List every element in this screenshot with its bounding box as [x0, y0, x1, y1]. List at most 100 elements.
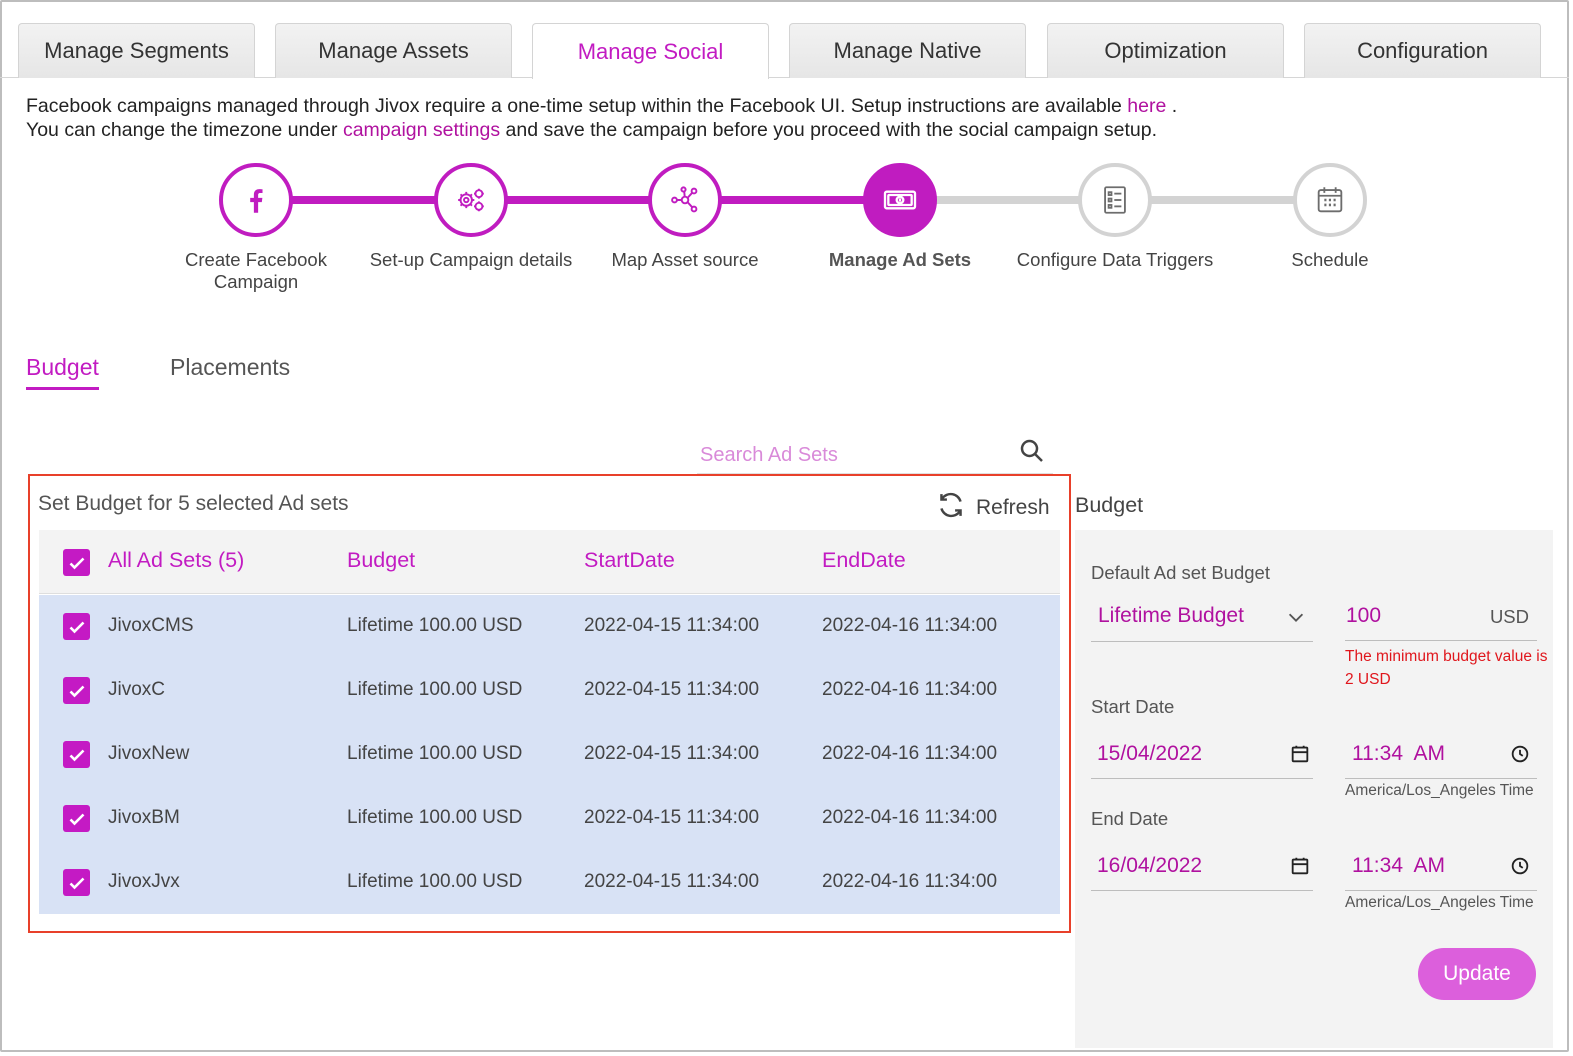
setup-info: Facebook campaigns managed through Jivox… — [26, 94, 1177, 142]
gears-icon — [434, 163, 508, 237]
adset-budget: Lifetime 100.00 USD — [347, 807, 523, 828]
checklist-icon — [1078, 163, 1152, 237]
adsets-table-header: All Ad Sets (5) Budget StartDate EndDate — [39, 530, 1060, 594]
adset-start-date: 2022-04-15 11:34:00 — [584, 807, 760, 828]
header-budget: Budget — [347, 548, 416, 572]
adset-name: JivoxCMS — [108, 615, 194, 636]
step-label: Schedule — [1291, 249, 1369, 270]
adset-name: JivoxC — [108, 679, 166, 700]
step-configure-data-triggers[interactable]: Configure Data Triggers — [1005, 160, 1225, 271]
adset-name: JivoxNew — [108, 743, 190, 764]
calendar-icon[interactable] — [1289, 742, 1311, 771]
step-label: Set-up Campaign details — [369, 249, 573, 270]
header-end-date: EndDate — [822, 548, 906, 572]
step-label: Configure Data Triggers — [1016, 249, 1214, 270]
budget-amount-field[interactable]: 100 USD — [1345, 596, 1537, 641]
clock-icon[interactable] — [1509, 743, 1531, 770]
main-tabbar: Manage Segments Manage Assets Manage Soc… — [0, 0, 1569, 79]
row-checkbox[interactable] — [63, 805, 90, 832]
adset-start-date: 2022-04-15 11:34:00 — [584, 679, 760, 700]
calendar-icon — [1293, 163, 1367, 237]
budget-type-select[interactable]: Lifetime Budget — [1091, 596, 1313, 642]
step-schedule[interactable]: Schedule — [1220, 160, 1440, 271]
start-time-value: 11:34 AM — [1352, 742, 1446, 765]
chevron-down-icon — [1285, 606, 1307, 633]
update-button[interactable]: Update — [1418, 948, 1536, 1000]
subtab-placements[interactable]: Placements — [170, 354, 291, 380]
budget-amount-value: 100 — [1346, 604, 1382, 627]
step-create-facebook-campaign[interactable]: Create Facebook Campaign — [146, 160, 366, 293]
adset-end-date: 2022-04-16 11:34:00 — [822, 807, 998, 828]
header-start-date: StartDate — [584, 548, 675, 572]
start-date-input[interactable]: 15/04/2022 — [1091, 732, 1313, 779]
adset-budget: Lifetime 100.00 USD — [347, 743, 523, 764]
table-row[interactable]: JivoxJvx Lifetime 100.00 USD 2022-04-15 … — [39, 851, 1060, 915]
selection-highlight-box — [28, 474, 1071, 933]
adset-name: JivoxBM — [108, 807, 180, 828]
row-checkbox[interactable] — [63, 741, 90, 768]
end-time-input[interactable]: 11:34 AM — [1345, 844, 1537, 891]
adset-start-date: 2022-04-15 11:34:00 — [584, 615, 760, 636]
tab-manage-native[interactable]: Manage Native — [789, 23, 1026, 78]
budget-panel-title: Budget — [1075, 493, 1144, 517]
tab-manage-assets[interactable]: Manage Assets — [275, 23, 512, 78]
table-row[interactable]: JivoxBM Lifetime 100.00 USD 2022-04-15 1… — [39, 787, 1060, 851]
end-date-label: End Date — [1091, 808, 1169, 829]
currency-label: USD — [1489, 606, 1529, 627]
end-time-value: 11:34 AM — [1352, 854, 1446, 877]
stepper-track-complete — [256, 196, 900, 204]
subtab-budget[interactable]: Budget — [26, 354, 99, 390]
step-map-asset-source[interactable]: Map Asset source — [575, 160, 795, 271]
workflow-stepper: Create Facebook Campaign Set-up Campaign… — [0, 160, 1569, 310]
tab-manage-segments[interactable]: Manage Segments — [18, 23, 255, 78]
setup-instructions-link[interactable]: here — [1127, 95, 1167, 117]
adset-end-date: 2022-04-16 11:34:00 — [822, 615, 998, 636]
step-setup-campaign-details[interactable]: Set-up Campaign details — [361, 160, 581, 271]
select-all-checkbox[interactable] — [63, 549, 90, 576]
refresh-button[interactable]: Refresh — [934, 490, 1050, 526]
start-date-value: 15/04/2022 — [1097, 742, 1203, 765]
step-label: Create Facebook Campaign — [185, 249, 327, 292]
table-row[interactable]: JivoxNew Lifetime 100.00 USD 2022-04-15 … — [39, 723, 1060, 787]
end-date-input[interactable]: 16/04/2022 — [1091, 844, 1313, 891]
default-budget-label: Default Ad set Budget — [1091, 562, 1270, 583]
row-checkbox[interactable] — [63, 613, 90, 640]
refresh-icon — [934, 490, 968, 526]
network-icon — [648, 163, 722, 237]
campaign-settings-link[interactable]: campaign settings — [342, 119, 501, 141]
adset-name: JivoxJvx — [108, 871, 180, 892]
search-bar — [697, 436, 1053, 474]
step-manage-ad-sets[interactable]: Manage Ad Sets — [790, 160, 1010, 271]
tab-configuration[interactable]: Configuration — [1304, 23, 1541, 78]
calendar-icon[interactable] — [1289, 854, 1311, 883]
info-line2-text: You can change the timezone under — [26, 119, 343, 141]
adset-end-date: 2022-04-16 11:34:00 — [822, 871, 998, 892]
budget-error-message: The minimum budget value is 2 USD — [1345, 648, 1548, 688]
start-date-label: Start Date — [1091, 696, 1175, 717]
start-time-input[interactable]: 11:34 AM — [1345, 732, 1537, 779]
info-line2-end: and save the campaign before you proceed… — [500, 119, 1158, 141]
tab-optimization[interactable]: Optimization — [1047, 23, 1284, 78]
search-icon[interactable] — [1017, 436, 1051, 470]
adset-start-date: 2022-04-15 11:34:00 — [584, 871, 760, 892]
adset-budget: Lifetime 100.00 USD — [347, 871, 523, 892]
money-icon — [863, 163, 937, 237]
end-timezone-label: America/Los_Angeles Time — [1345, 894, 1534, 911]
info-line1-end: . — [1166, 95, 1178, 117]
table-row[interactable]: JivoxCMS Lifetime 100.00 USD 2022-04-15 … — [39, 595, 1060, 659]
search-input[interactable] — [697, 440, 997, 470]
facebook-icon — [219, 163, 293, 237]
end-date-value: 16/04/2022 — [1097, 854, 1203, 877]
step-label: Map Asset source — [611, 249, 759, 270]
row-checkbox[interactable] — [63, 869, 90, 896]
adsets-table-body: JivoxCMS Lifetime 100.00 USD 2022-04-15 … — [39, 595, 1060, 914]
clock-icon[interactable] — [1509, 855, 1531, 882]
adset-end-date: 2022-04-16 11:34:00 — [822, 743, 998, 764]
table-row[interactable]: JivoxC Lifetime 100.00 USD 2022-04-15 11… — [39, 659, 1060, 723]
adset-budget: Lifetime 100.00 USD — [347, 679, 523, 700]
start-timezone-label: America/Los_Angeles Time — [1345, 782, 1534, 799]
row-checkbox[interactable] — [63, 677, 90, 704]
header-all-ad-sets: All Ad Sets (5) — [108, 548, 245, 572]
set-budget-title: Set Budget for 5 selected Ad sets — [38, 492, 349, 515]
tab-manage-social[interactable]: Manage Social — [532, 23, 769, 79]
